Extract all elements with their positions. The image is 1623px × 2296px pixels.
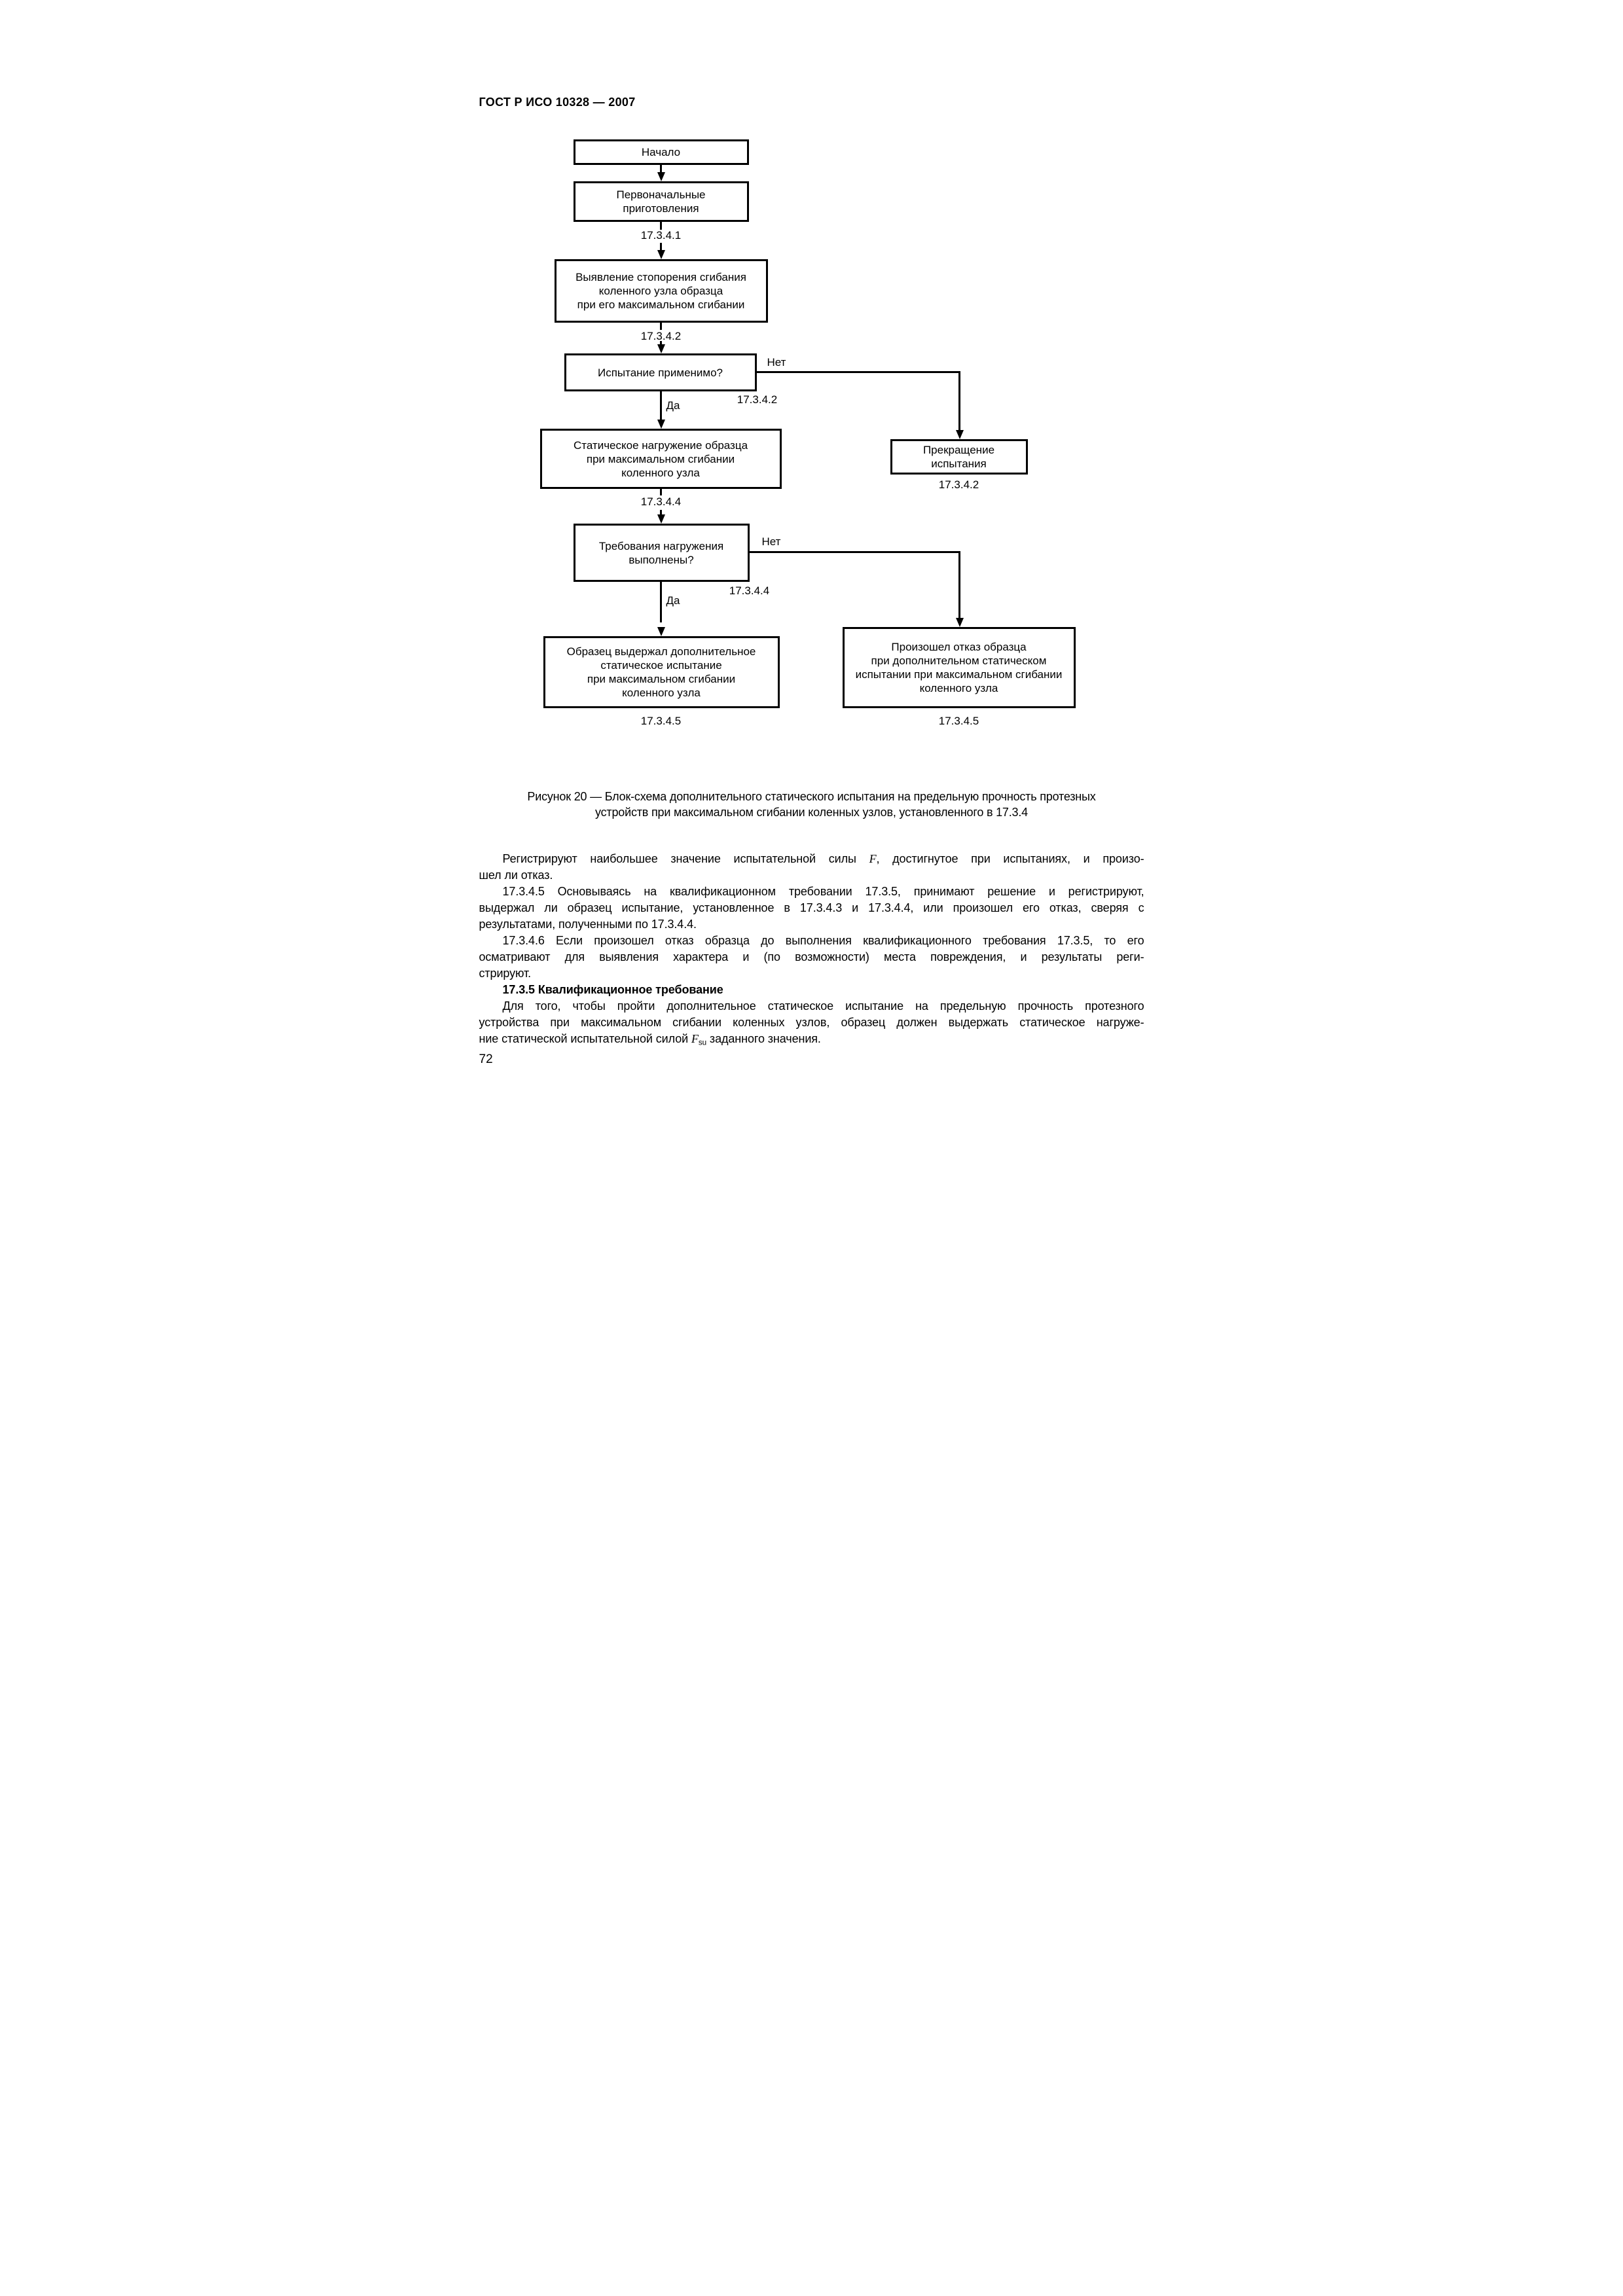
connector-line <box>659 243 662 251</box>
body-line: шел ли отказ. <box>479 869 553 882</box>
arrow-down-icon <box>657 420 665 429</box>
body-line: 17.3.5 Квалификационное требование <box>502 983 723 996</box>
arrow-down-icon <box>657 172 665 181</box>
step-ref-label: 17.3.4.2 <box>938 478 979 491</box>
body-line: осматривают для выявления характера и (п… <box>479 950 1144 963</box>
body-line: ние статической испытательной силой Fsu … <box>479 1032 821 1047</box>
step-ref-label: 17.3.4.5 <box>938 715 979 727</box>
page-number: 72 <box>479 1052 493 1066</box>
branch-yes-label: Да <box>666 594 680 607</box>
branch-yes-label: Да <box>666 399 680 412</box>
connector-line <box>659 391 662 421</box>
arrow-down-icon <box>657 344 665 353</box>
flowchart-box-loading-requirements-question: Требования нагружения выполнены? <box>573 524 750 582</box>
arrow-down-icon <box>657 514 665 524</box>
connector-line <box>659 341 662 346</box>
connector-line <box>659 222 662 230</box>
connector-line <box>659 510 662 516</box>
flowchart-box-start: Начало <box>573 139 749 165</box>
figure-caption-line2: устройств при максимальном сгибании коле… <box>595 806 1028 819</box>
figure-caption: Рисунок 20 — Блок-схема дополнительного … <box>479 789 1144 820</box>
body-line: стрируют. <box>479 967 532 980</box>
flowchart-box-detect-flexion-stop: Выявление стопорения сгибания коленного … <box>554 259 768 323</box>
body-line: 17.3.4.5 Основываясь на квалификационном… <box>502 885 1144 898</box>
step-ref-label: 17.3.4.4 <box>640 495 682 508</box>
connector-line <box>756 371 960 373</box>
connector-line <box>659 582 662 622</box>
flowchart-box-terminate-test: Прекращение испытания <box>890 439 1028 475</box>
flowchart-box-initial-preparations: Первоначальные приготовления <box>573 181 749 222</box>
body-line: устройства при максимальном сгибании кол… <box>479 1016 1144 1029</box>
body-line: выдержал ли образец испытание, установле… <box>479 901 1144 914</box>
step-ref-label: 17.3.4.2 <box>640 330 682 342</box>
arrow-down-icon <box>955 430 964 439</box>
branch-no-label: Нет <box>761 535 781 548</box>
step-ref-label: 17.3.4.4 <box>729 584 770 597</box>
arrow-down-icon <box>657 250 665 259</box>
flowchart-box-sample-failed: Произошел отказ образца при дополнительн… <box>842 627 1076 708</box>
connector-line <box>749 551 960 553</box>
document-page: ГОСТ Р ИСО 10328 — 2007 Начало Первонача… <box>405 0 1218 1148</box>
body-text: Регистрируют наибольшее значение испытат… <box>479 851 1144 1047</box>
connector-line <box>659 165 662 173</box>
body-line: Регистрируют наибольшее значение испытат… <box>502 852 1144 865</box>
body-line: результатами, полученными по 17.3.4.4. <box>479 918 697 931</box>
connector-line <box>659 489 662 495</box>
arrow-down-icon <box>657 627 665 636</box>
body-line: 17.3.4.6 Если произошел отказ образца до… <box>502 934 1144 947</box>
flowchart-box-test-applicable-question: Испытание применимо? <box>564 353 757 391</box>
figure-caption-line1: Рисунок 20 — Блок-схема дополнительного … <box>527 790 1096 803</box>
connector-line <box>659 323 662 330</box>
step-ref-label: 17.3.4.5 <box>640 715 682 727</box>
flowchart-box-static-loading: Статическое нагружение образца при макси… <box>539 429 782 489</box>
page-title: ГОСТ Р ИСО 10328 — 2007 <box>479 96 636 109</box>
step-ref-label: 17.3.4.2 <box>737 393 778 406</box>
flowchart-box-sample-passed: Образец выдержал дополнительное статичес… <box>543 636 780 708</box>
connector-line <box>958 551 960 619</box>
step-ref-label: 17.3.4.1 <box>640 229 682 242</box>
arrow-down-icon <box>955 618 964 627</box>
connector-line <box>958 371 960 431</box>
branch-no-label: Нет <box>767 356 786 368</box>
body-line: Для того, чтобы пройти дополнительное ст… <box>502 999 1144 1013</box>
